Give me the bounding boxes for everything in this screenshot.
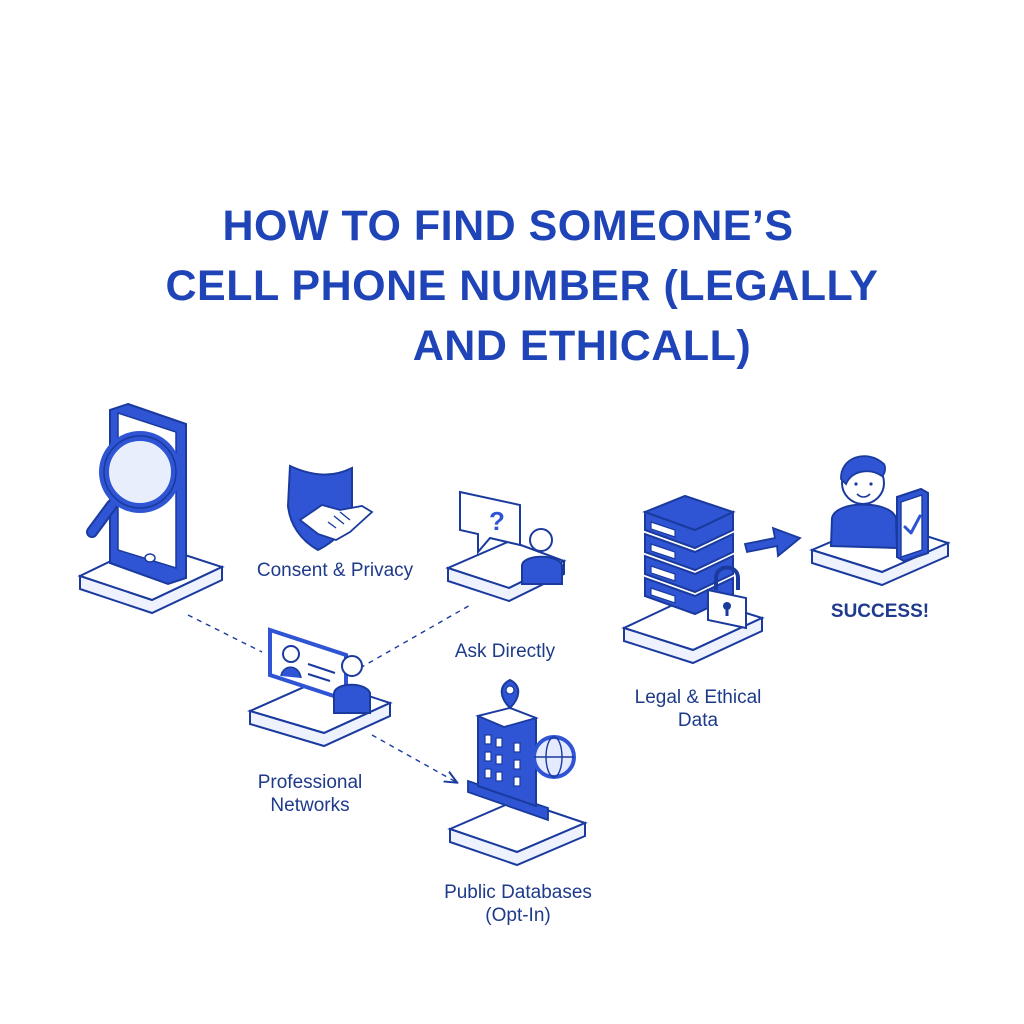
- platform-public: [447, 798, 588, 867]
- phone-search-icon: [86, 402, 187, 586]
- label-consent-privacy: Consent & Privacy: [256, 560, 414, 581]
- success-person-phone-icon: [829, 455, 929, 563]
- label-professional-line-2: Networks: [270, 795, 350, 816]
- label-public-databases: Public Databases (Opt-In): [418, 881, 618, 927]
- label-professional-networks: Professional Networks: [230, 771, 390, 817]
- diagram-title: HOW TO FIND SOMEONE’S CELL PHONE NUMBER …: [0, 196, 1024, 376]
- connector-phone-to-professional: [187, 614, 263, 653]
- professional-id-card-icon: [268, 627, 371, 714]
- label-public-line-1: Public Databases: [444, 882, 592, 903]
- title-line-1: HOW TO FIND SOMEONE’S: [222, 202, 794, 250]
- label-legal-line-1: Legal & Ethical: [634, 687, 762, 708]
- connector-professional-to-ask: [359, 603, 473, 669]
- label-ask-directly: Ask Directly: [454, 641, 556, 662]
- label-legal-line-2: Data: [677, 710, 719, 731]
- title-line-2: CELL PHONE NUMBER (LEGALLY: [165, 262, 879, 310]
- shield-handshake-icon: [286, 464, 374, 552]
- title-line-3: AND ETHICALL): [412, 322, 752, 370]
- public-database-building-icon: [467, 678, 576, 822]
- label-public-line-2: (Opt-In): [485, 905, 551, 926]
- svg-text:?: ?: [489, 506, 505, 536]
- label-legal-ethical-data: Legal & Ethical Data: [608, 686, 788, 732]
- server-lock-icon: [642, 494, 747, 630]
- ask-question-icon: ?: [459, 490, 563, 585]
- label-professional-line-1: Professional: [257, 772, 363, 793]
- connectors: [187, 603, 473, 782]
- label-success: SUCCESS!: [830, 601, 930, 622]
- connector-professional-to-public: [371, 734, 456, 782]
- arrow-right-icon: [743, 526, 802, 558]
